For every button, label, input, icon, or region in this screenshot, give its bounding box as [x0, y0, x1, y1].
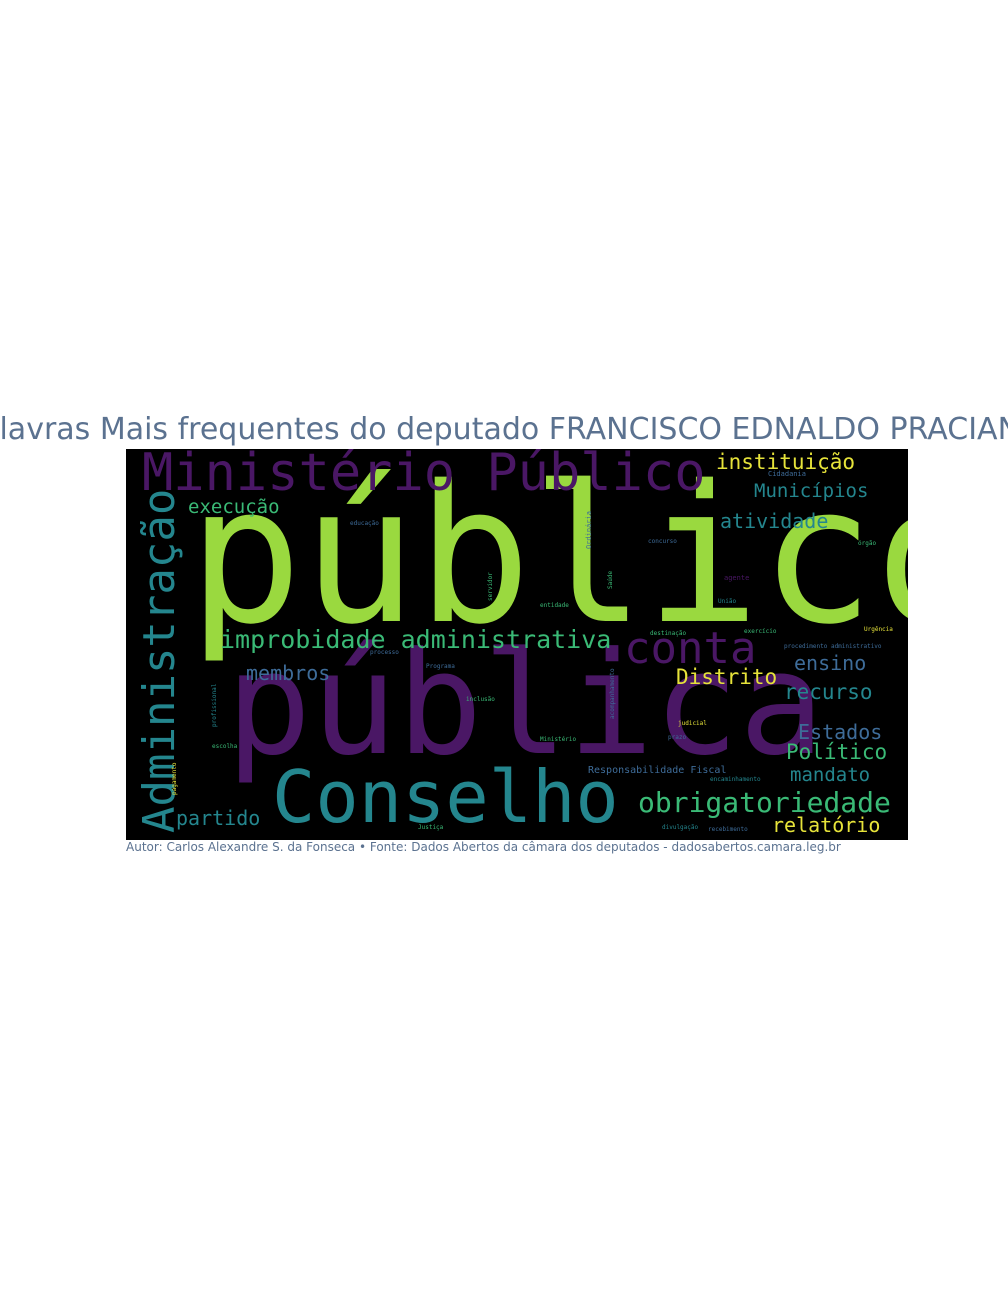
- word-pagamento: pagamento: [171, 762, 178, 795]
- word-processo: processo: [370, 649, 399, 656]
- word-conta: conta: [624, 623, 757, 674]
- word-cloud: público pública Conselho Ministério Públ…: [126, 449, 908, 840]
- chart-title: Palavras Mais frequentes do deputado FRA…: [0, 412, 1008, 447]
- word-distrito: Distrito: [676, 665, 778, 689]
- word-programa: Programa: [426, 663, 455, 670]
- word-procedimento-administrativo: procedimento administrativo: [784, 643, 882, 650]
- word-inclusao: inclusão: [466, 696, 495, 703]
- word-relatorio: relatório: [772, 813, 881, 837]
- word-instituicao: instituição: [716, 450, 856, 474]
- word-concurso: concurso: [648, 538, 677, 545]
- word-encaminhamento: encaminhamento: [710, 776, 761, 783]
- word-cidadania: Cidadania: [768, 470, 806, 478]
- credit-caption: Autor: Carlos Alexandre S. da Fonseca • …: [126, 840, 841, 854]
- word-membros: membros: [246, 661, 331, 685]
- word-educacao: educação: [350, 520, 379, 527]
- word-uniao: União: [718, 598, 737, 605]
- word-orgao: órgão: [858, 540, 877, 547]
- word-politico: Político: [786, 740, 888, 764]
- word-agente: agente: [724, 574, 750, 582]
- word-mandato: mandato: [790, 764, 871, 786]
- word-ministerio-publico: Ministério Público: [142, 449, 706, 503]
- word-saude: Saúde: [607, 570, 614, 589]
- word-partido: partido: [176, 806, 261, 830]
- word-prazo: prazo: [668, 734, 687, 741]
- word-urgencia: Urgência: [864, 626, 893, 633]
- word-divulgacao: divulgação: [662, 824, 699, 831]
- word-conselho: Conselho: [272, 755, 619, 839]
- word-publico: público: [188, 449, 908, 666]
- word-responsabilidade-fiscal: Responsabilidade Fiscal: [588, 765, 727, 776]
- word-recebimento: recebimento: [708, 826, 748, 833]
- word-judicial: judicial: [678, 720, 707, 727]
- word-recurso: recurso: [784, 680, 873, 704]
- word-execucao: execução: [188, 496, 280, 518]
- word-servidor: servidor: [487, 572, 494, 601]
- word-municipios: Municípios: [754, 480, 869, 502]
- word-ensino: ensino: [794, 651, 867, 675]
- word-publica: pública: [226, 622, 825, 787]
- word-justica: Justiça: [418, 824, 444, 831]
- word-estados: Estados: [798, 720, 883, 744]
- word-ordinaria: Ordinária: [585, 511, 593, 549]
- word-entidade: entidade: [540, 602, 569, 609]
- word-atividade: atividade: [720, 509, 829, 533]
- word-exercicio: exercício: [744, 628, 777, 635]
- word-improbidade: improbidade administrativa: [220, 625, 612, 654]
- word-ministerio: Ministério: [540, 736, 577, 743]
- word-destinacao: destinação: [650, 630, 687, 637]
- word-acompanhamento: acompanhamento: [609, 668, 616, 719]
- word-escolha: escolha: [212, 743, 238, 750]
- word-profissional: profissional: [211, 683, 218, 727]
- word-obrigatoriedade: obrigatoriedade: [638, 786, 891, 819]
